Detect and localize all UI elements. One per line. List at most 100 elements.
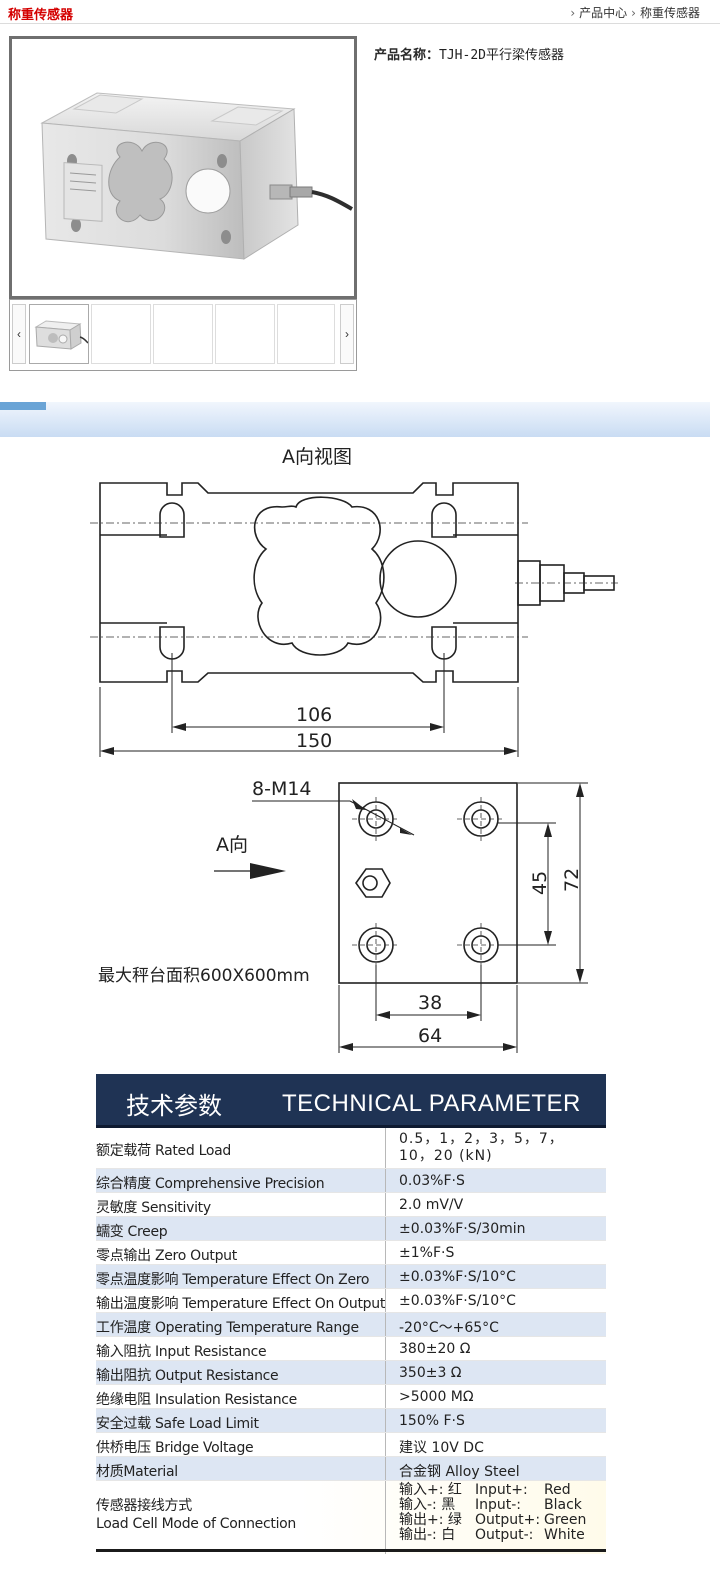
view-title-label: A向视图 — [282, 446, 352, 468]
spec-key: 工作温度 Operating Temperature Range — [96, 1320, 359, 1336]
spec-value: >5000 MΩ — [399, 1389, 474, 1405]
dim-106-label: 106 — [296, 704, 332, 726]
wire-color: White — [544, 1527, 585, 1543]
thumbnail-4[interactable] — [215, 304, 275, 364]
breadcrumb-link-products[interactable]: 产品中心 — [579, 6, 628, 20]
load-cell-thumb-image — [34, 320, 88, 350]
spec-key: 传感器接线方式 Load Cell Mode of Connection — [96, 1497, 296, 1533]
spec-row: 安全过载 Safe Load Limit 150% F·S — [96, 1409, 606, 1433]
wire-color: Green — [544, 1512, 587, 1528]
spec-row: 零点输出 Zero Output ±1%F·S — [96, 1241, 606, 1265]
section-tab-marker — [0, 402, 46, 410]
wire-en: Input-: — [475, 1497, 522, 1513]
spec-table-bottom-rule — [96, 1549, 606, 1552]
spec-key: 蠕变 Creep — [96, 1224, 168, 1240]
spec-key: 输出温度影响 Temperature Effect On Output — [96, 1296, 386, 1312]
wiring-line: 输入+: 红 Input+: Red — [399, 1483, 586, 1498]
wiring-label-en: Load Cell Mode of Connection — [96, 1516, 297, 1532]
spec-table: 额定载荷 Rated Load 0.5，1，2，3，5，7， 10，20 (kN… — [96, 1128, 606, 1554]
spec-key: 零点温度影响 Temperature Effect On Zero — [96, 1272, 370, 1288]
spec-key: 额定载荷 Rated Load — [96, 1143, 231, 1159]
spec-title-cn: 技术参数 — [126, 1092, 222, 1120]
product-name-label: 产品名称： — [374, 48, 440, 63]
thread-spec-label: 8-M14 — [252, 778, 312, 800]
thumbnail-2[interactable] — [91, 304, 151, 364]
chevron-right-icon: › — [345, 327, 349, 341]
product-name: 产品名称：TJH-2D平行梁传感器 — [374, 44, 564, 63]
spec-key: 安全过载 Safe Load Limit — [96, 1416, 259, 1432]
spec-value: 380±20 Ω — [399, 1341, 471, 1357]
spec-value-line-2: 10，20 (kN) — [399, 1148, 493, 1164]
wire-color: Black — [544, 1497, 582, 1513]
top-bar: 称重传感器 › 产品中心 › 称重传感器 — [0, 0, 720, 24]
spec-row: 工作温度 Operating Temperature Range -20°C～+6… — [96, 1313, 606, 1337]
thumbnail-strip: ‹ › — [9, 299, 357, 371]
spec-row-wiring: 传感器接线方式 Load Cell Mode of Connection 输入+… — [96, 1481, 606, 1554]
thumbnail-prev-button[interactable]: ‹ — [12, 304, 26, 364]
spec-value: ±0.03%F·S/10°C — [399, 1269, 516, 1285]
wiring-line: 输出-: 白 Output-: White — [399, 1528, 586, 1543]
wire-en: Input+: — [475, 1482, 528, 1498]
spec-value-line-1: 0.5，1，2，3，5，7， — [399, 1131, 564, 1147]
dim-64-label: 64 — [418, 1025, 442, 1047]
product-name-value: TJH-2D平行梁传感器 — [439, 48, 564, 63]
spec-key: 零点输出 Zero Output — [96, 1248, 237, 1264]
spec-row: 绝缘电阻 Insulation Resistance >5000 MΩ — [96, 1385, 606, 1409]
wire-en: Output+: — [475, 1512, 541, 1528]
thumbnail-5[interactable] — [277, 304, 335, 364]
spec-title-en: TECHNICAL PARAMETER — [282, 1090, 581, 1117]
spec-row: 输出温度影响 Temperature Effect On Output ±0.03… — [96, 1289, 606, 1313]
spec-row: 输出阻抗 Output Resistance 350±3 Ω — [96, 1361, 606, 1385]
wiring-table: 输入+: 红 Input+: Red 输入-: 黑 Input-: Black … — [399, 1483, 586, 1543]
spec-value: 0.5，1，2，3，5，7， 10，20 (kN) — [399, 1131, 564, 1165]
spec-row: 零点温度影响 Temperature Effect On Zero ±0.03%F… — [96, 1265, 606, 1289]
chevron-left-icon: ‹ — [17, 327, 21, 341]
spec-key: 综合精度 Comprehensive Precision — [96, 1176, 325, 1192]
wiring-label-cn: 传感器接线方式 — [96, 1498, 192, 1514]
direction-a-label: A向 — [216, 834, 248, 856]
category-title: 称重传感器 — [8, 8, 74, 23]
dim-150-label: 150 — [296, 730, 332, 752]
thumbnail-next-button[interactable]: › — [340, 304, 354, 364]
wire-cn: 输入-: 黑 — [399, 1497, 456, 1513]
dimension-drawing-svg: A向视图 106 150 8-M14 A向 — [90, 446, 618, 1053]
spec-table-header: 技术参数 TECHNICAL PARAMETER — [96, 1074, 606, 1128]
spec-value: -20°C～+65°C — [399, 1320, 499, 1336]
spec-value: 0.03%F·S — [399, 1173, 465, 1189]
dim-45-label: 45 — [529, 871, 551, 895]
breadcrumb-link-category[interactable]: 称重传感器 — [639, 6, 700, 20]
spec-row: 输入阻抗 Input Resistance 380±20 Ω — [96, 1337, 606, 1361]
wiring-line: 输入-: 黑 Input-: Black — [399, 1498, 586, 1513]
wire-cn: 输出+: 绿 — [399, 1512, 462, 1528]
load-cell-photo — [40, 92, 353, 260]
dim-38-label: 38 — [418, 992, 442, 1014]
spec-value: ±0.03%F·S/30min — [399, 1221, 526, 1237]
spec-row: 蠕变 Creep ±0.03%F·S/30min — [96, 1217, 606, 1241]
spec-row-rated-load: 额定载荷 Rated Load 0.5，1，2，3，5，7， 10，20 (kN… — [96, 1128, 606, 1169]
wire-cn: 输入+: 红 — [399, 1482, 462, 1498]
wiring-line: 输出+: 绿 Output+: Green — [399, 1513, 586, 1528]
spec-row: 灵敏度 Sensitivity 2.0 mV/V — [96, 1193, 606, 1217]
spec-value: 2.0 mV/V — [399, 1197, 464, 1213]
spec-value: 合金钢 Alloy Steel — [399, 1464, 520, 1480]
dimension-drawing: A向视图 106 150 8-M14 A向 — [0, 437, 710, 1067]
spec-value: ±0.03%F·S/10°C — [399, 1293, 516, 1309]
spec-key: 输入阻抗 Input Resistance — [96, 1344, 267, 1360]
thumbnail-3[interactable] — [153, 304, 213, 364]
thumbnail-1[interactable] — [29, 304, 89, 364]
spec-value: 150% F·S — [399, 1413, 465, 1429]
breadcrumb: › 产品中心 › 称重传感器 — [570, 4, 700, 21]
platform-size-note: 最大秤台面积600X600mm — [98, 966, 310, 986]
spec-value: ±1%F·S — [399, 1245, 455, 1261]
spec-key: 输出阻抗 Output Resistance — [96, 1368, 279, 1384]
spec-value: 建议 10V DC — [399, 1440, 484, 1456]
wire-color: Red — [544, 1482, 571, 1498]
wire-cn: 输出-: 白 — [399, 1527, 456, 1543]
product-main-image[interactable] — [9, 36, 357, 299]
chevron-right-icon: › — [631, 5, 636, 20]
dim-72-label: 72 — [561, 868, 583, 892]
spec-key: 灵敏度 Sensitivity — [96, 1200, 211, 1216]
spec-key: 绝缘电阻 Insulation Resistance — [96, 1392, 297, 1408]
